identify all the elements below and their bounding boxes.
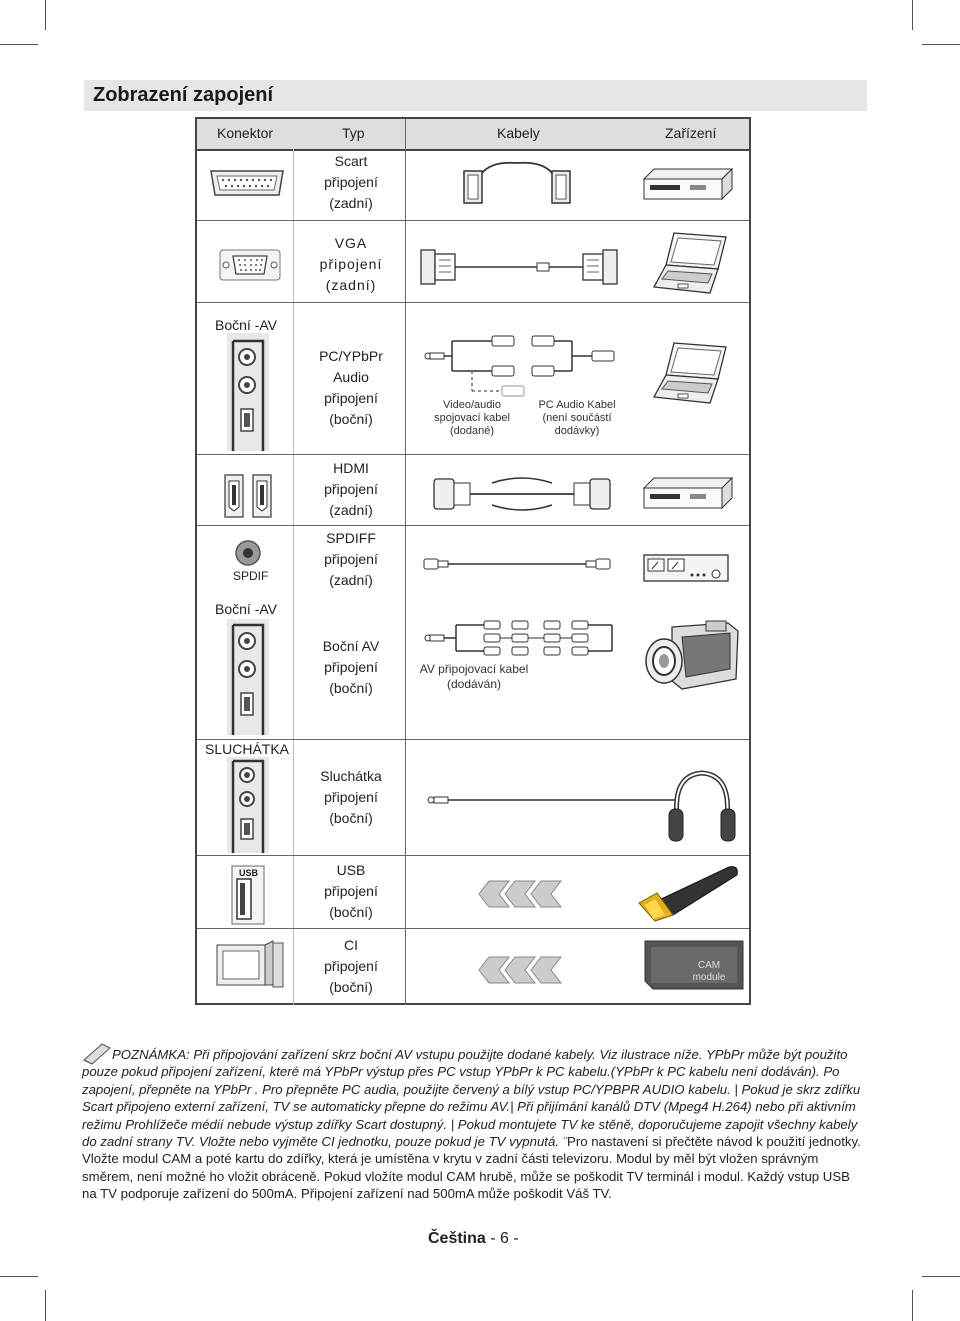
table-header: Konektor Typ Kabely Zařízení: [197, 119, 749, 151]
row-divider: [197, 525, 749, 526]
row-divider: [197, 739, 749, 740]
spdif-socket-icon: [235, 540, 261, 566]
laptop-icon: [652, 342, 727, 404]
camcorder-icon: [645, 620, 739, 690]
crop-mark: [922, 1276, 960, 1277]
note-italic: POZNÁMKA: Při připojování zařízení skrz …: [82, 1047, 861, 1150]
header-type: Typ: [342, 125, 365, 141]
row-divider: [197, 454, 749, 455]
header-cables: Kabely: [497, 125, 540, 141]
scart-socket-icon: [210, 170, 284, 196]
side-av-panel-icon: [227, 619, 269, 735]
row-divider: [197, 855, 749, 856]
jack-cable-icon: [427, 796, 675, 804]
page-title: Zobrazení zapojení: [93, 84, 274, 106]
footer-language: Čeština: [428, 1230, 486, 1247]
crop-mark: [0, 44, 38, 45]
insert-arrows-icon: [478, 956, 563, 984]
usb-connector-label: USB: [239, 868, 259, 878]
dvd-player-icon: [642, 167, 734, 201]
hdmi-cable-icon: [433, 477, 611, 511]
vga-cable-icon: [420, 249, 618, 285]
spdif-connector-label: SPDIF: [233, 569, 269, 583]
av-cable-icon: [424, 620, 613, 656]
crop-mark: [0, 1276, 38, 1277]
vga-socket-icon: [219, 249, 281, 281]
page-footer: Čeština - 6 -: [428, 1230, 519, 1248]
header-device: Zařízení: [665, 125, 717, 141]
col-divider: [293, 149, 294, 1005]
dvd-player-icon: [642, 476, 734, 510]
laptop-icon: [652, 232, 727, 294]
crop-mark: [912, 1290, 913, 1321]
crop-mark: [912, 0, 913, 30]
crop-mark: [45, 0, 46, 30]
headphones-icon: [668, 770, 736, 842]
side-label-side-av: Boční -AV: [215, 601, 277, 617]
scart-cable-icon: [463, 161, 571, 204]
footer-page-number: - 6 -: [485, 1230, 519, 1247]
pencil-icon: [83, 1043, 111, 1065]
side-label-pc-audio: Boční -AV: [215, 317, 277, 333]
row-divider: [197, 220, 749, 221]
hdmi-socket-icon: [224, 474, 272, 518]
amplifier-icon: [643, 554, 729, 582]
av-cable-icon: [424, 335, 615, 397]
usb-stick-icon: [638, 866, 738, 922]
section-header: Zobrazení zapojení: [84, 80, 867, 111]
coax-cable-icon: [423, 558, 611, 570]
cam-module-icon: [644, 940, 744, 990]
cable-caption-av: AV připojovací kabel(dodáván): [419, 662, 529, 691]
row-divider: [197, 302, 749, 303]
insert-arrows-icon: [478, 880, 563, 908]
header-connector: Konektor: [217, 125, 274, 141]
crop-mark: [922, 44, 960, 45]
usb-socket-icon: [231, 865, 265, 925]
side-av-panel-icon: [227, 757, 269, 853]
crop-mark: [45, 1290, 46, 1321]
note-paragraph: POZNÁMKA: Při připojování zařízení skrz …: [82, 1046, 868, 1203]
tv-back-icon: [216, 940, 284, 988]
col-divider: [405, 119, 406, 1005]
side-label-headphones: SLUCHÁTKA: [205, 741, 290, 757]
row-divider: [197, 928, 749, 929]
side-av-panel-icon: [227, 333, 269, 451]
note-normal: Pro nastavení si přečtěte návod k použit…: [82, 1134, 861, 1202]
